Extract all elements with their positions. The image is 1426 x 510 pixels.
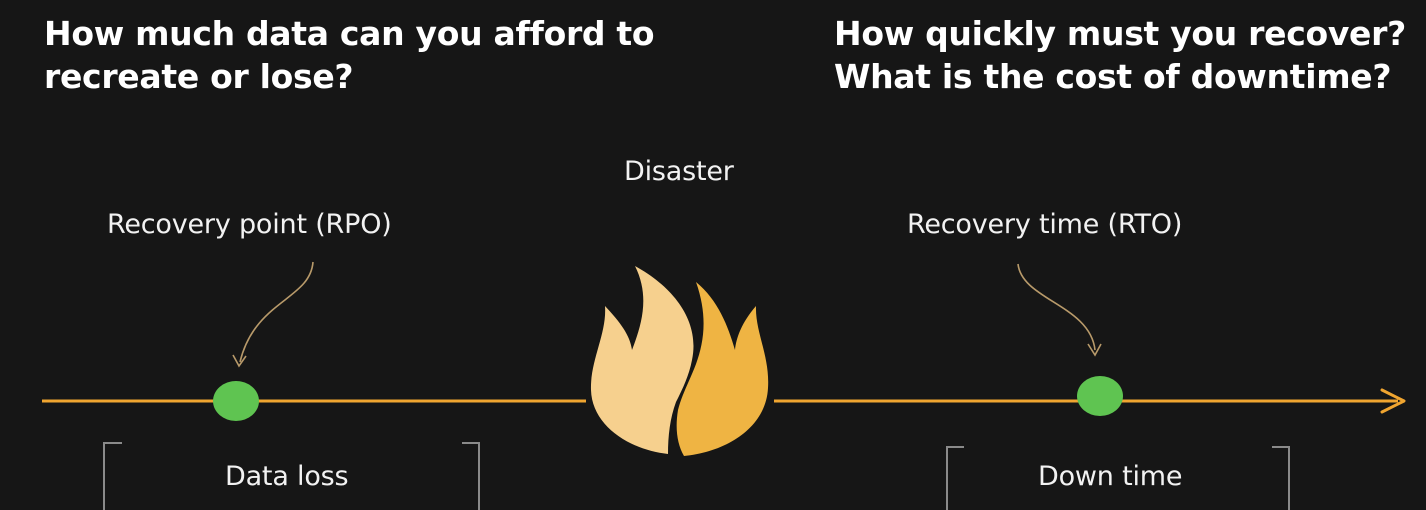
disaster-label: Disaster [624, 156, 734, 187]
rto-question-heading: How quickly must you recover? What is th… [834, 12, 1406, 98]
data-loss-bracket [103, 442, 480, 510]
rpo-question-heading: How much data can you afford to recreate… [44, 12, 655, 98]
rpo-label: Recovery point (RPO) [107, 209, 392, 240]
rto-question-line-2: What is the cost of downtime? [834, 57, 1392, 96]
down-time-bracket [946, 446, 1290, 510]
rpo-question-line-2: recreate or lose? [44, 57, 354, 96]
rto-point [1077, 376, 1123, 416]
down-time-label: Down time [1038, 461, 1183, 492]
rpo-question-line-1: How much data can you afford to [44, 14, 655, 53]
flame-left [590, 266, 694, 454]
rto-arrowhead [1087, 343, 1102, 357]
rto-curve-arrow [1017, 263, 1096, 351]
rpo-curve-arrow [239, 261, 314, 363]
rto-question-line-1: How quickly must you recover? [834, 14, 1406, 53]
rto-label: Recovery time (RTO) [907, 209, 1183, 240]
timeline-arrowhead [1380, 388, 1406, 414]
fire-icon [586, 266, 774, 460]
flame-right [676, 282, 769, 456]
data-loss-label: Data loss [225, 461, 349, 492]
rpo-point [213, 381, 259, 421]
rpo-arrowhead [232, 354, 247, 368]
